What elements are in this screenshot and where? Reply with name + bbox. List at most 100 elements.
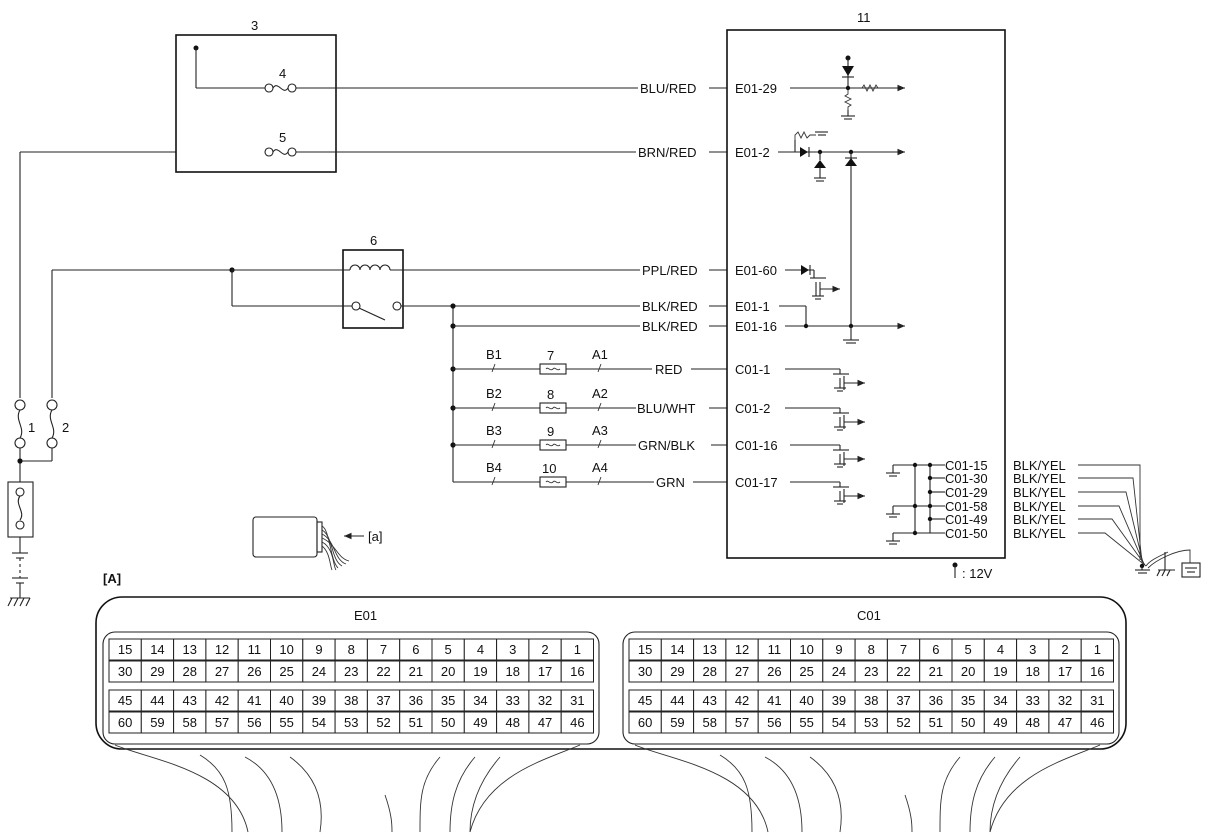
pin-number: 49 bbox=[473, 715, 487, 730]
pin-number: 57 bbox=[215, 715, 229, 730]
pin-number: 26 bbox=[247, 664, 261, 679]
pin-number: 35 bbox=[961, 693, 975, 708]
battery-circuit: 1 2 bbox=[7, 151, 265, 607]
pin-number: 21 bbox=[409, 664, 423, 679]
pin-number: 57 bbox=[735, 715, 749, 730]
pin-number: 27 bbox=[215, 664, 229, 679]
pin-number: 17 bbox=[538, 664, 552, 679]
wire-label: BLK/YEL bbox=[1013, 499, 1066, 514]
main-fuse bbox=[7, 481, 34, 538]
pin-number: 18 bbox=[1026, 664, 1040, 679]
pin-number: 31 bbox=[570, 693, 584, 708]
pin-number: 33 bbox=[1026, 693, 1040, 708]
pin-cell bbox=[560, 660, 595, 683]
pin-number: 34 bbox=[473, 693, 487, 708]
pin-number: 37 bbox=[376, 693, 390, 708]
pin-number: 49 bbox=[993, 715, 1007, 730]
pin-number: 52 bbox=[376, 715, 390, 730]
terminal-a3: A3 bbox=[592, 423, 608, 438]
pin-number: 25 bbox=[799, 664, 813, 679]
pin-number: 50 bbox=[441, 715, 455, 730]
pin-number: 9 bbox=[315, 642, 322, 657]
fuse-box-3-label: 3 bbox=[251, 18, 258, 33]
pin-number: 33 bbox=[506, 693, 520, 708]
terminal-c01-17: C01-17 bbox=[735, 475, 778, 490]
fuse-1-label: 1 bbox=[28, 420, 35, 435]
connector-a-label: [a] bbox=[368, 529, 382, 544]
pin-number: 12 bbox=[735, 642, 749, 657]
terminal-b2: B2 bbox=[486, 386, 502, 401]
pin-number: 43 bbox=[703, 693, 717, 708]
pin-number: 56 bbox=[247, 715, 261, 730]
terminal-c01-58: C01-58 bbox=[945, 499, 988, 514]
terminal-a1: A1 bbox=[592, 347, 608, 362]
terminal-c01-16: C01-16 bbox=[735, 438, 778, 453]
pin-number: 16 bbox=[1090, 664, 1104, 679]
pin-number: 59 bbox=[670, 715, 684, 730]
pin-number: 11 bbox=[248, 642, 262, 657]
fuse-9-label: 9 bbox=[547, 424, 554, 439]
section-a-label: [A] bbox=[103, 571, 121, 586]
ground-terminals: C01-15 BLK/YEL C01-30 BLK/YEL C01-29 BLK… bbox=[945, 458, 1066, 541]
terminal-c01-2: C01-2 bbox=[735, 401, 770, 416]
pin-number: 32 bbox=[1058, 693, 1072, 708]
pin-number: 7 bbox=[900, 642, 907, 657]
pin-number: 41 bbox=[247, 693, 261, 708]
pin-number: 11 bbox=[768, 642, 782, 657]
pin-number: 30 bbox=[638, 664, 652, 679]
pin-number: 45 bbox=[638, 693, 652, 708]
terminal-c01-50: C01-50 bbox=[945, 526, 988, 541]
pin-number: 2 bbox=[541, 642, 548, 657]
pin-number: 23 bbox=[344, 664, 358, 679]
pin-number: 29 bbox=[670, 664, 684, 679]
terminal-e01-60: E01-60 bbox=[735, 263, 777, 278]
pin-number: 43 bbox=[183, 693, 197, 708]
battery-icon bbox=[7, 537, 31, 607]
e01-title: E01 bbox=[354, 608, 377, 623]
pin-cell bbox=[1080, 638, 1114, 661]
pin-number: 8 bbox=[348, 642, 355, 657]
pin-number: 4 bbox=[477, 642, 484, 657]
pin-cell bbox=[1080, 689, 1114, 712]
pin-number: 54 bbox=[832, 715, 846, 730]
pin-number: 1 bbox=[574, 642, 581, 657]
pin-number: 46 bbox=[1090, 715, 1104, 730]
pin-number: 52 bbox=[896, 715, 910, 730]
pin-number: 25 bbox=[279, 664, 293, 679]
pin-number: 5 bbox=[445, 642, 452, 657]
terminal-e01-1: E01-1 bbox=[735, 299, 770, 314]
pin-cell bbox=[560, 689, 595, 712]
internal-ground-bus bbox=[886, 462, 945, 545]
voltage-text: : 12V bbox=[962, 566, 993, 581]
pin-cell bbox=[1080, 711, 1114, 734]
pin-number: 24 bbox=[832, 664, 846, 679]
pin-number: 48 bbox=[506, 715, 520, 730]
wire-label: BLK/YEL bbox=[1013, 458, 1066, 473]
fuse-9 bbox=[453, 439, 636, 451]
wire-label: BLK/YEL bbox=[1013, 512, 1066, 527]
pin-number: 8 bbox=[868, 642, 875, 657]
pin-number: 14 bbox=[150, 642, 164, 657]
fuse-7-label: 7 bbox=[547, 348, 554, 363]
pin-number: 36 bbox=[409, 693, 423, 708]
terminal-c01-30: C01-30 bbox=[945, 471, 988, 486]
harness-wires bbox=[114, 744, 1101, 833]
pin-number: 6 bbox=[932, 642, 939, 657]
pin-number: 47 bbox=[538, 715, 552, 730]
pin-number: 54 bbox=[312, 715, 326, 730]
c01-title: C01 bbox=[857, 608, 881, 623]
pin-number: 40 bbox=[799, 693, 813, 708]
pin-number: 56 bbox=[767, 715, 781, 730]
terminal-e01-2: E01-2 bbox=[735, 145, 770, 160]
driver-c01-1 bbox=[785, 368, 865, 392]
pin-number: 60 bbox=[638, 715, 652, 730]
wire-label: BLK/YEL bbox=[1013, 485, 1066, 500]
pin-number: 59 bbox=[150, 715, 164, 730]
pin-number: 19 bbox=[473, 664, 487, 679]
pin-number: 26 bbox=[767, 664, 781, 679]
fuse-8 bbox=[453, 402, 636, 414]
pin-number: 55 bbox=[279, 715, 293, 730]
pin-number: 47 bbox=[1058, 715, 1072, 730]
